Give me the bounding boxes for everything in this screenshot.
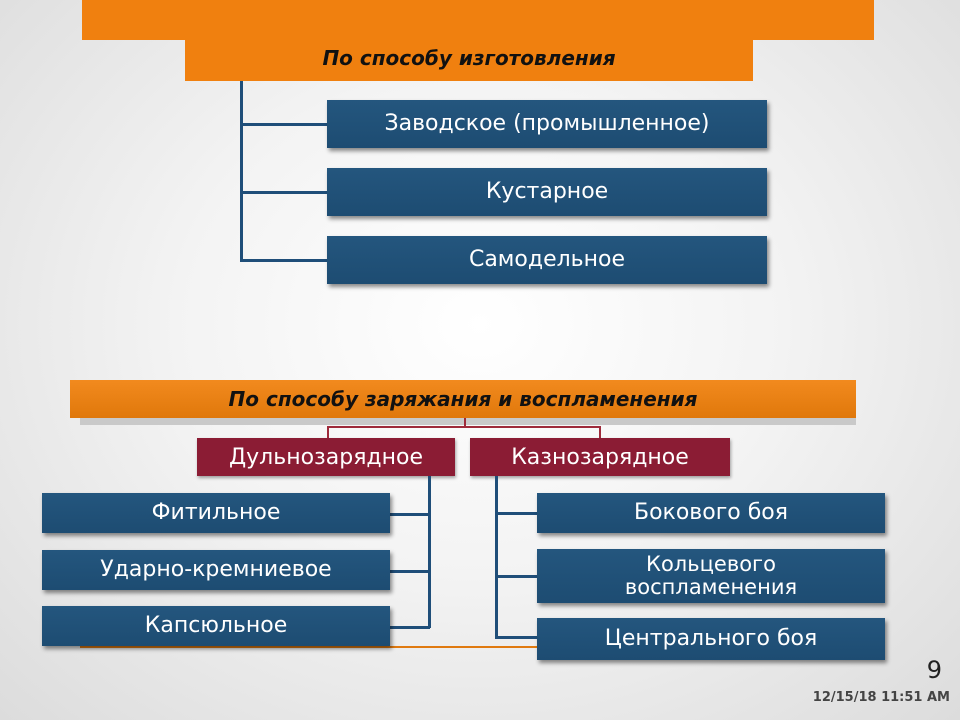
box-factory-made: Заводское (промышленное) (327, 100, 767, 148)
section2-red-connector-right (599, 426, 601, 438)
left-branch-line-2 (390, 570, 430, 573)
top-orange-bar (82, 0, 874, 40)
section1-branch-line-3 (240, 259, 328, 262)
bottom-orange-line (80, 646, 538, 648)
box-percussion-cap: Капсюльное (42, 606, 390, 646)
timestamp: 12/15/18 11:51 AM (812, 690, 950, 705)
right-branch-line-3 (495, 636, 537, 639)
left-branch-line-3 (390, 626, 430, 629)
right-branch-line-1 (495, 512, 537, 515)
section2-red-connector-left (327, 426, 329, 438)
box-handicraft: Кустарное (327, 168, 767, 216)
section1-trunk-line (240, 81, 243, 261)
box-pinfire: Бокового боя (537, 493, 885, 533)
box-rimfire: Кольцевого воспламенения (537, 549, 885, 603)
left-branch-line-1 (390, 513, 430, 516)
page-number: 9 (926, 656, 942, 684)
muzzle-loading-box: Дульнозарядное (197, 438, 455, 476)
section1-branch-line-1 (240, 123, 328, 126)
right-branch-line-2 (495, 575, 537, 578)
section2-red-connector-center (464, 418, 466, 428)
right-trunk-line (495, 476, 498, 638)
section1-branch-line-2 (240, 191, 328, 194)
box-centerfire: Центрального боя (537, 618, 885, 660)
box-flintlock: Ударно-кремниевое (42, 550, 390, 590)
box-matchlock: Фитильное (42, 493, 390, 533)
breech-loading-box: Казнозарядное (470, 438, 730, 476)
box-homemade: Самодельное (327, 236, 767, 284)
left-trunk-line (428, 476, 431, 628)
section2-title: По способу заряжания и воспламенения (70, 380, 856, 418)
section1-title: По способу изготовления (185, 35, 753, 81)
